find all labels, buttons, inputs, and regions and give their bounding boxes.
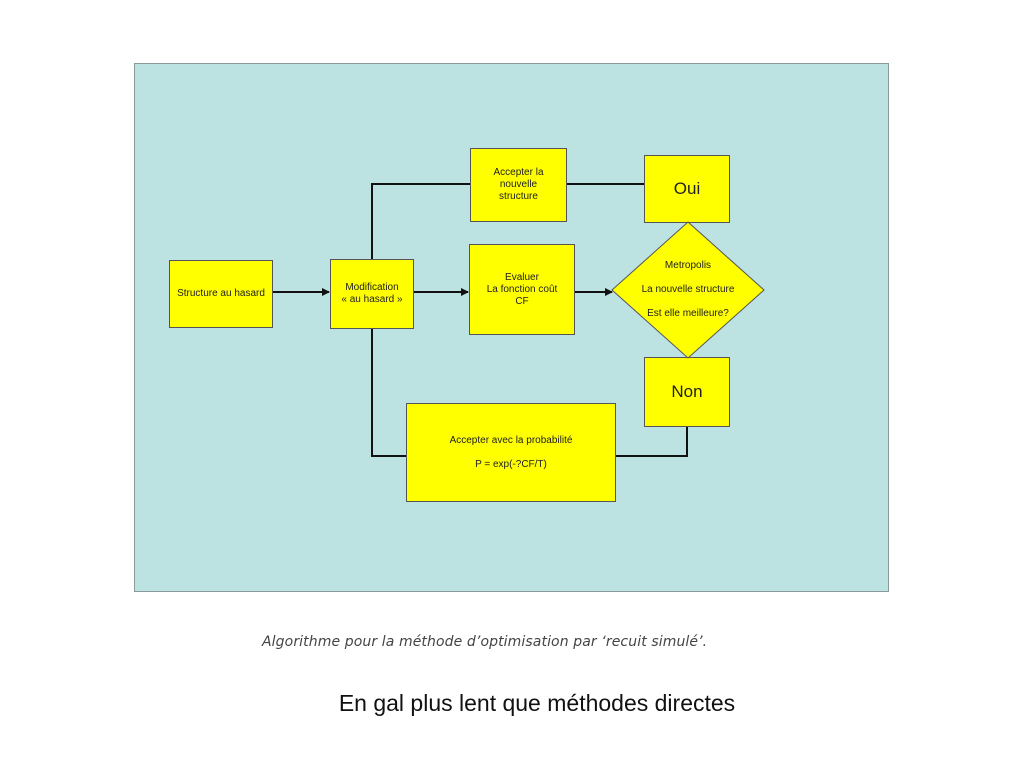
diagram-caption: Algorithme pour la méthode d’optimisatio… bbox=[262, 634, 708, 650]
modification-box: Modification « au hasard » bbox=[330, 259, 414, 329]
line-non-to-probability bbox=[616, 426, 688, 457]
slide-subtitle: En gal plus lent que méthodes directes bbox=[338, 690, 736, 716]
accept-probability-box: Accepter avec la probabilité P = exp(-?C… bbox=[406, 403, 616, 502]
random-structure-box: Structure au hasard bbox=[169, 260, 273, 328]
yes-box: Oui bbox=[644, 155, 730, 223]
line-modification-to-accept bbox=[371, 183, 470, 259]
metropolis-decision-text: Metropolis La nouvelle structure Est ell… bbox=[641, 260, 735, 319]
evaluate-cost-box: Evaluer La fonction coût CF bbox=[469, 244, 575, 335]
line-modification-to-probability bbox=[371, 329, 407, 457]
no-box: Non bbox=[644, 357, 730, 427]
accept-structure-box: Accepter la nouvelle structure bbox=[470, 148, 567, 222]
